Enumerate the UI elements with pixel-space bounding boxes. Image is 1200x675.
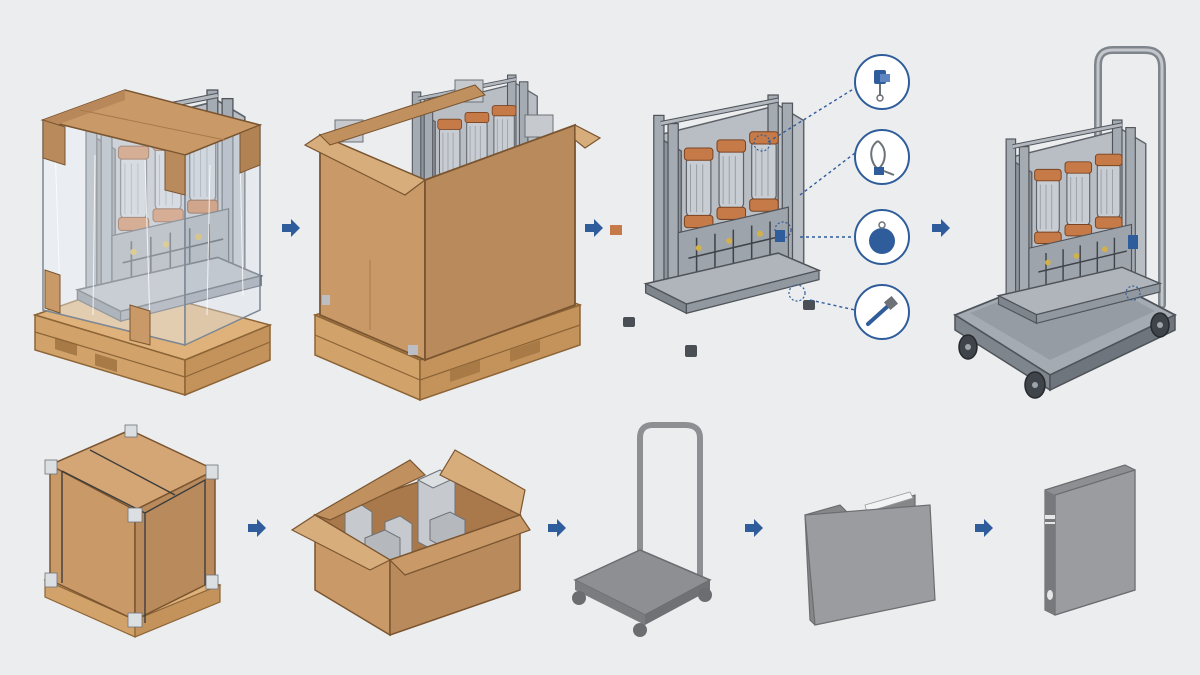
arrow-right-icon: [282, 219, 300, 237]
step-manual-binder: [1044, 464, 1136, 616]
arrow-right-icon: [975, 519, 993, 537]
tool-icon: [854, 284, 910, 340]
arrow-right-icon: [248, 519, 266, 537]
arrow-right-icon: [585, 219, 603, 237]
step-shrink-wrapped-unit: [32, 90, 273, 397]
cable-tie-icon: [854, 129, 910, 185]
arrow-right-icon: [745, 519, 763, 537]
callout-leaders: [767, 87, 856, 311]
step-unpacked-unit: [610, 95, 819, 357]
step-unit-on-trolley: [953, 46, 1178, 399]
step-empty-trolley: [572, 422, 712, 637]
arrow-right-icon: [548, 519, 566, 537]
round-tag-icon: [854, 209, 910, 265]
step-strapped-crate: [43, 424, 222, 638]
arrow-right-icon: [932, 219, 950, 237]
step-carton-with-foam: [290, 449, 531, 637]
step-document-folder: [804, 491, 936, 626]
seal-clip-icon: [854, 54, 910, 110]
step-unit-in-open-carton: [303, 75, 602, 402]
